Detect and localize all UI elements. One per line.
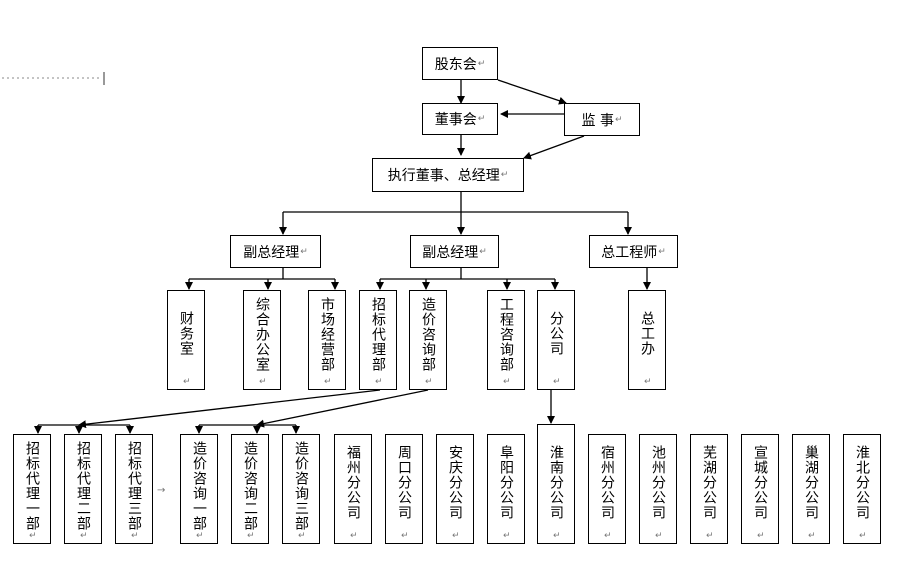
costing-box: 造价咨询部↵ [409, 290, 447, 390]
vp-mid-box: 副总经理↵ [410, 235, 499, 268]
cost-dept-1-box: 造价咨询一部↵ [180, 434, 218, 544]
vp-left-label: 副总经理 [243, 244, 300, 261]
chief-engineer-box: 总工程师↵ [589, 235, 678, 268]
branch-chaohu-box: 巢湖分公司↵ [792, 434, 830, 544]
finance-box: 财务室↵ [167, 290, 205, 390]
cost-dept-2-label: 造价咨询二部 [242, 441, 258, 531]
branch-huaibei-label: 淮北分公司 [854, 445, 870, 520]
branch-zhoukou-label: 周口分公司 [396, 445, 412, 520]
branch-wuhu-box: 芜湖分公司↵ [690, 434, 728, 544]
bid-dept-1-box: 招标代理一部↵ [13, 434, 51, 544]
branch-chaohu-label: 巢湖分公司 [803, 445, 819, 520]
executive-box: 执行董事、总经理↵ [372, 158, 524, 192]
branch-chizhou-label: 池州分公司 [650, 445, 666, 520]
bid-dept-2-box: 招标代理二部↵ [64, 434, 102, 544]
chief-office-label: 总工办 [639, 311, 655, 356]
branch-huainan-label: 淮南分公司 [548, 445, 564, 520]
shareholders-label: 股东会 [434, 56, 477, 73]
cost-dept-3-label: 造价咨询三部 [293, 441, 309, 531]
branches-label: 分公司 [548, 311, 564, 356]
tab-arrow-mark: → [157, 485, 166, 496]
chief-office-box: 总工办↵ [628, 290, 666, 390]
bidding-box: 招标代理部↵ [359, 290, 397, 390]
branch-anqing-box: 安庆分公司↵ [436, 434, 474, 544]
branch-anqing-label: 安庆分公司 [447, 445, 463, 520]
supervisor-label: 监 事 [581, 112, 614, 129]
branch-xuancheng-label: 宣城分公司 [752, 445, 768, 520]
shareholders-box: 股东会↵ [422, 47, 498, 80]
branch-wuhu-label: 芜湖分公司 [701, 445, 717, 520]
costing-label: 造价咨询部 [420, 297, 436, 372]
board-box: 董事会↵ [422, 103, 498, 135]
bid-dept-1-label: 招标代理一部 [24, 441, 40, 531]
branch-fuzhou-label: 福州分公司 [345, 445, 361, 520]
bidding-label: 招标代理部 [370, 297, 386, 372]
branch-zhoukou-box: 周口分公司↵ [385, 434, 423, 544]
cost-dept-2-box: 造价咨询二部↵ [231, 434, 269, 544]
branch-xuancheng-box: 宣城分公司↵ [741, 434, 779, 544]
bid-dept-2-label: 招标代理二部 [75, 441, 91, 531]
branch-suzhou-box: 宿州分公司↵ [588, 434, 626, 544]
chief-engineer-label: 总工程师 [601, 244, 658, 261]
board-label: 董事会 [434, 112, 477, 128]
engineering-consult-label: 工程咨询部 [498, 297, 514, 372]
branches-box: 分公司↵ [537, 290, 575, 390]
finance-label: 财务室 [178, 311, 194, 356]
branch-huainan-box: 淮南分公司↵ [537, 424, 575, 544]
branch-fuyang-label: 阜阳分公司 [498, 445, 514, 520]
cost-dept-1-label: 造价咨询一部 [191, 441, 207, 531]
branch-fuyang-box: 阜阳分公司↵ [487, 434, 525, 544]
marketing-label: 市场经营部 [319, 297, 335, 372]
engineering-consult-box: 工程咨询部↵ [487, 290, 525, 390]
marketing-box: 市场经营部↵ [308, 290, 346, 390]
vp-mid-label: 副总经理 [422, 244, 479, 261]
bid-dept-3-label: 招标代理三部 [126, 441, 142, 531]
branch-fuzhou-box: 福州分公司↵ [334, 434, 372, 544]
general-office-label: 综合办公室 [254, 297, 270, 372]
bid-dept-3-box: 招标代理三部↵ [115, 434, 153, 544]
general-office-box: 综合办公室↵ [243, 290, 281, 390]
executive-label: 执行董事、总经理 [387, 168, 500, 184]
branch-huaibei-box: 淮北分公司↵ [843, 434, 881, 544]
cost-dept-3-box: 造价咨询三部↵ [282, 434, 320, 544]
branch-chizhou-box: 池州分公司↵ [639, 434, 677, 544]
vp-left-box: 副总经理↵ [230, 235, 321, 268]
branch-suzhou-label: 宿州分公司 [599, 445, 615, 520]
supervisor-box: 监 事↵ [564, 103, 640, 136]
